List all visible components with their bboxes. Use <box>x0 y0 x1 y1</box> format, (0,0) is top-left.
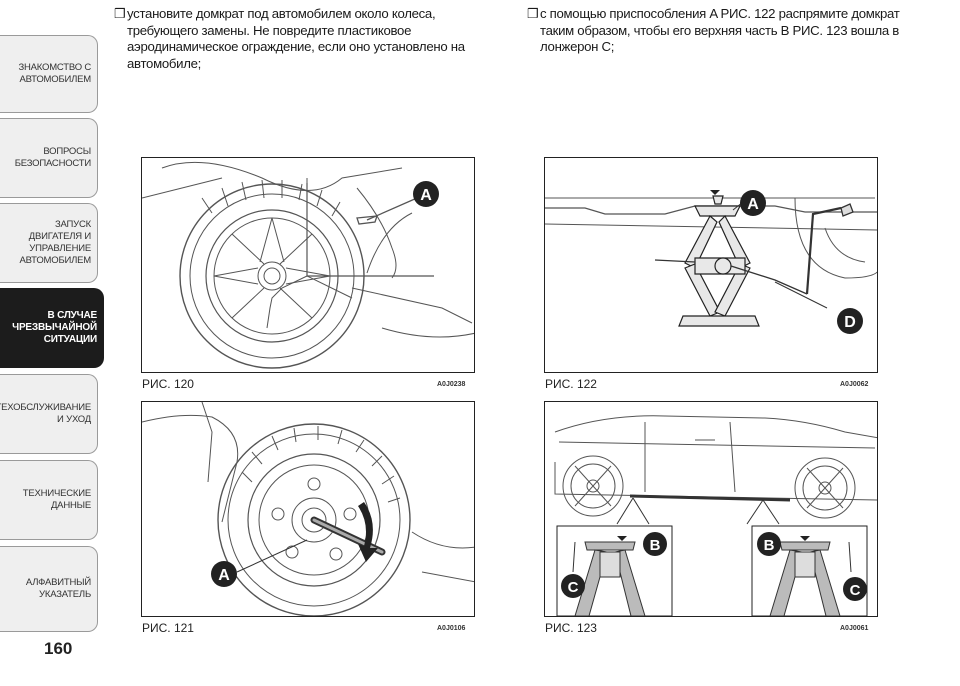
tab-starting[interactable]: ЗАПУСК ДВИГАТЕЛЯ И УПРАВЛЕНИЕ АВТОМОБИЛЕ… <box>0 203 98 283</box>
tab-label: ЗАПУСК ДВИГАТЕЛЯ И УПРАВЛЕНИЕ АВТОМОБИЛЕ… <box>19 219 92 266</box>
figure-121: A <box>141 401 475 617</box>
svg-text:A: A <box>218 567 230 584</box>
checkbox-bullet-icon: ❒ <box>114 6 126 21</box>
figure-code: A0J0106 <box>437 625 466 632</box>
tab-maintenance[interactable]: ТЕХОБСЛУЖИВАНИЕ И УХОД <box>0 374 98 454</box>
tab-label: АЛФАВИТНЫЙ УКАЗАТЕЛЬ <box>25 577 91 600</box>
figure-caption: РИС. 121 <box>142 621 194 635</box>
instruction-left: ❒ установите домкрат под автомобилем око… <box>114 6 499 72</box>
svg-text:B: B <box>764 537 775 554</box>
jack-placement-illustration: A <box>142 161 474 369</box>
tab-safety[interactable]: ВОПРОСЫ БЕЗОПАСНОСТИ <box>0 118 98 198</box>
instruction-text: установите домкрат под автомобилем около… <box>127 6 465 71</box>
page-number: 160 <box>44 639 73 658</box>
svg-text:D: D <box>844 314 856 331</box>
callout-c: C <box>561 574 585 598</box>
figure-caption: РИС. 122 <box>545 377 597 391</box>
tab-label: ТЕХОБСЛУЖИВАНИЕ И УХОД <box>0 402 91 425</box>
figure-code: A0J0062 <box>840 381 869 388</box>
figure-120: A <box>141 157 475 373</box>
checkbox-bullet-icon: ❒ <box>527 6 539 21</box>
figure-122: A D <box>544 157 878 373</box>
callout-a: A <box>413 181 439 207</box>
figure-code: A0J0238 <box>437 381 466 388</box>
tab-label: ВОПРОСЫ БЕЗОПАСНОСТИ <box>14 146 91 169</box>
instruction-right: ❒ с помощью приспособления A РИС. 122 ра… <box>527 6 912 56</box>
tab-emergency[interactable]: В СЛУЧАЕ ЧРЕЗВЫЧАЙНОЙ СИТУАЦИИ <box>0 288 104 368</box>
figure-123: B C B C <box>544 401 878 617</box>
jack-raising-illustration: A D <box>545 190 877 334</box>
tab-intro[interactable]: ЗНАКОМСТВО С АВТОМОБИЛЕМ <box>0 35 98 113</box>
tab-label: ТЕХНИЧЕСКИЕ ДАННЫЕ <box>22 488 91 511</box>
callout-a: A <box>740 190 766 216</box>
tab-label: ЗНАКОМСТВО С АВТОМОБИЛЕМ <box>18 62 91 85</box>
svg-text:A: A <box>747 196 759 213</box>
callout-b: B <box>757 532 781 556</box>
svg-text:C: C <box>568 579 579 596</box>
figure-code: A0J0061 <box>840 625 869 632</box>
figure-caption: РИС. 123 <box>545 621 597 635</box>
tab-label: В СЛУЧАЕ ЧРЕЗВЫЧАЙНОЙ СИТУАЦИИ <box>12 310 97 345</box>
tab-technical-data[interactable]: ТЕХНИЧЕСКИЕ ДАННЫЕ <box>0 460 98 540</box>
callout-d: D <box>837 308 863 334</box>
svg-text:A: A <box>420 187 432 204</box>
wheel-bolt-illustration: A <box>142 402 474 616</box>
callout-c: C <box>843 577 867 601</box>
svg-text:C: C <box>850 582 861 599</box>
callout-a: A <box>211 561 237 587</box>
figure-caption: РИС. 120 <box>142 377 194 391</box>
tab-index[interactable]: АЛФАВИТНЫЙ УКАЗАТЕЛЬ <box>0 546 98 632</box>
jack-points-illustration: B C B C <box>554 415 877 616</box>
callout-b: B <box>643 532 667 556</box>
instruction-text: с помощью приспособления A РИС. 122 расп… <box>540 6 900 54</box>
svg-text:B: B <box>650 537 661 554</box>
